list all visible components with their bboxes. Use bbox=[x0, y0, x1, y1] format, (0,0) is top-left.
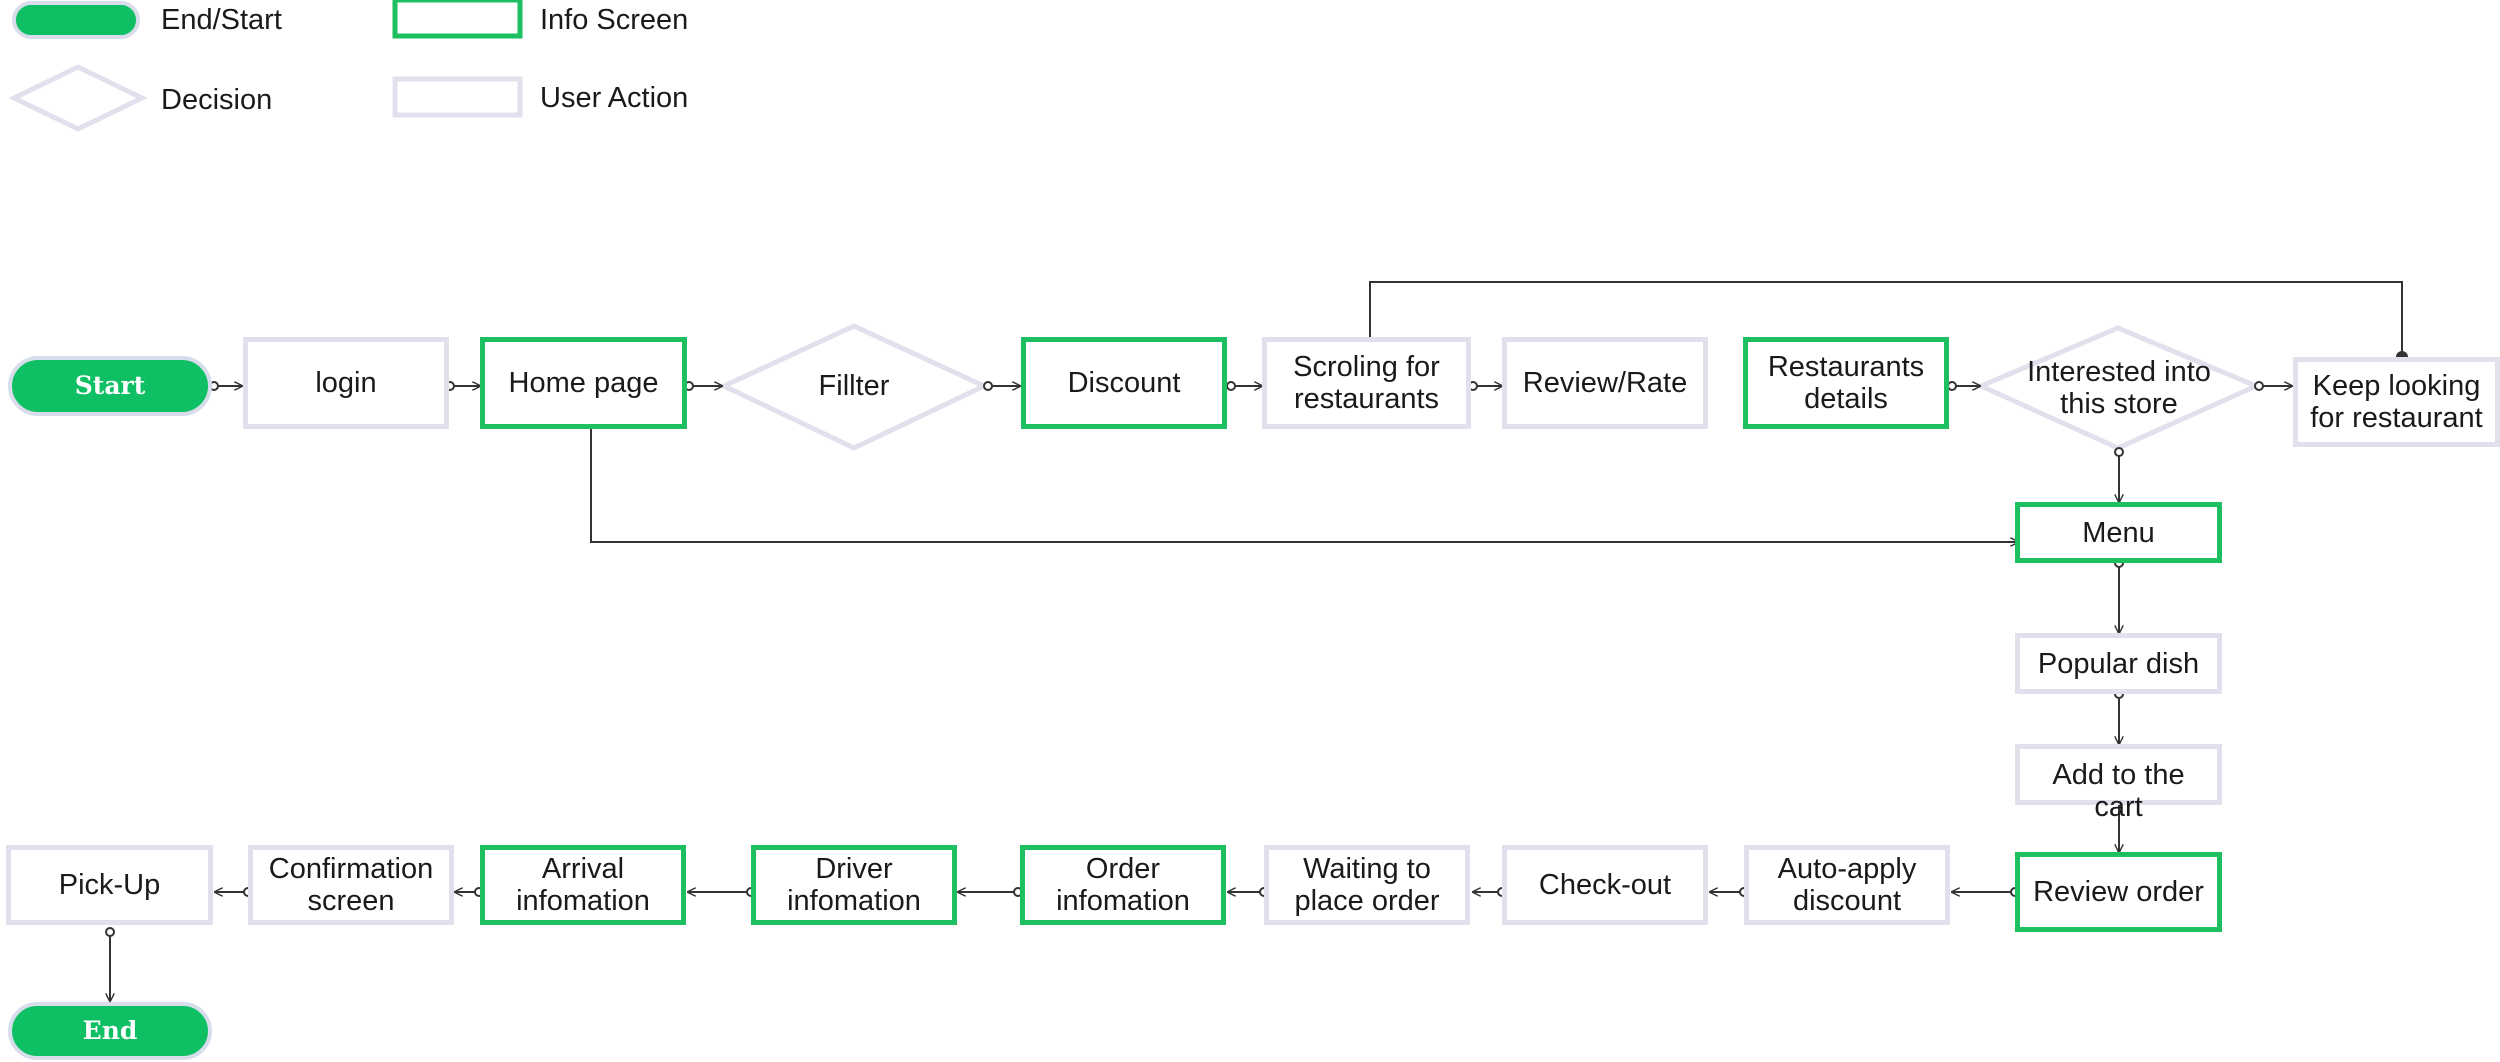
discount-node: Discount bbox=[1021, 337, 1227, 429]
legend-user-action-label: User Action bbox=[540, 82, 689, 114]
restaurants-details-node: Restaurants details bbox=[1743, 337, 1949, 429]
arrival-info-label: Arrival infomation bbox=[516, 853, 650, 917]
pick-up-label: Pick-Up bbox=[58, 869, 161, 901]
interested-node: Interested into this store bbox=[2006, 354, 2232, 422]
popular-dish-node: Popular dish bbox=[2015, 633, 2222, 694]
discount-label: Discount bbox=[1067, 367, 1181, 399]
pick-up-node: Pick-Up bbox=[6, 845, 213, 925]
review-rate-label: Review/Rate bbox=[1522, 367, 1688, 399]
start-label: Start bbox=[74, 371, 146, 400]
check-out-label: Check-out bbox=[1538, 869, 1672, 901]
home-page-label: Home page bbox=[508, 367, 659, 399]
menu-node: Menu bbox=[2015, 502, 2222, 563]
arrival-info-node: Arrival infomation bbox=[480, 845, 686, 925]
fillter-label: Fillter bbox=[818, 370, 890, 402]
popular-dish-label: Popular dish bbox=[2037, 647, 2200, 680]
driver-info-label: Driver infomation bbox=[787, 853, 921, 917]
home-page-node: Home page bbox=[480, 337, 687, 429]
keep-looking-label: Keep looking for restaurant bbox=[2310, 370, 2483, 434]
restaurants-details-label: Restaurants details bbox=[1767, 351, 1925, 415]
connector-keeplooking-scrolling bbox=[1370, 281, 2403, 357]
review-rate-node: Review/Rate bbox=[1502, 337, 1708, 429]
driver-info-node: Driver infomation bbox=[751, 845, 957, 925]
end-label: End bbox=[82, 1016, 138, 1045]
waiting-node: Waiting to place order bbox=[1264, 845, 1470, 925]
connector-home-menu bbox=[590, 419, 2018, 542]
confirmation-label: Confirmation screen bbox=[268, 853, 434, 917]
scrolling-label: Scroling for restaurants bbox=[1293, 351, 1440, 415]
auto-apply-node: Auto-apply discount bbox=[1744, 845, 1950, 925]
login-node: login bbox=[243, 337, 449, 429]
order-info-label: Order infomation bbox=[1056, 853, 1190, 917]
check-out-node: Check-out bbox=[1502, 845, 1708, 925]
legend-info-swatch bbox=[392, 0, 523, 39]
end-node: End bbox=[8, 1002, 212, 1060]
confirmation-node: Confirmation screen bbox=[248, 845, 454, 925]
legend-decision-swatch bbox=[8, 64, 148, 132]
fillter-node: Fillter bbox=[744, 360, 964, 412]
login-label: login bbox=[315, 367, 377, 399]
start-node: Start bbox=[8, 356, 212, 416]
add-to-cart-label: Add to the cart bbox=[2052, 759, 2185, 823]
legend-end-start-label: End/Start bbox=[161, 4, 282, 36]
legend-info-screen-label: Info Screen bbox=[540, 4, 689, 36]
review-order-label: Review order bbox=[2033, 876, 2204, 908]
waiting-label: Waiting to place order bbox=[1294, 853, 1440, 917]
menu-label: Menu bbox=[2082, 516, 2155, 549]
legend-action-swatch bbox=[392, 76, 523, 118]
add-to-cart-node: Add to the cart bbox=[2015, 744, 2222, 823]
keep-looking-node: Keep looking for restaurant bbox=[2293, 357, 2500, 447]
legend-terminal-swatch bbox=[12, 1, 140, 39]
review-order-node: Review order bbox=[2015, 852, 2222, 932]
order-info-node: Order infomation bbox=[1020, 845, 1226, 925]
auto-apply-label: Auto-apply discount bbox=[1777, 853, 1917, 917]
legend-decision-label: Decision bbox=[161, 84, 273, 116]
scrolling-node: Scroling for restaurants bbox=[1262, 337, 1471, 429]
interested-label: Interested into this store bbox=[2027, 356, 2211, 420]
